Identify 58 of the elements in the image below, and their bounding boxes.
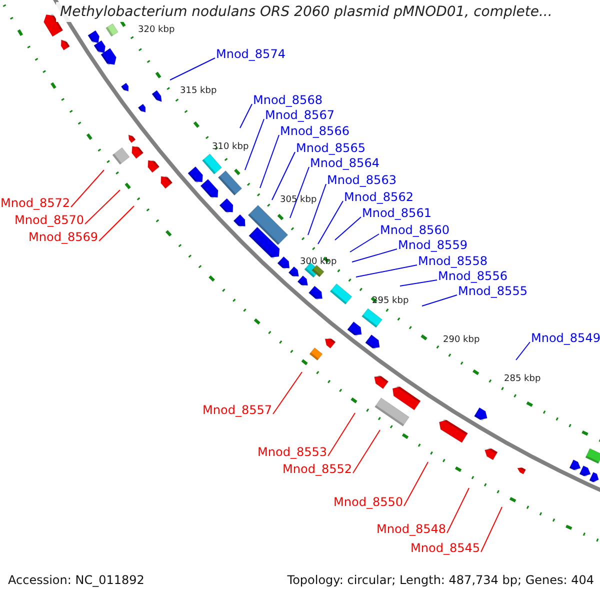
leader-line	[290, 166, 310, 218]
gene-label: Mnod_8560	[380, 222, 450, 238]
gene-label: Mnod_8561	[362, 205, 432, 221]
gene-label: Mnod_8553	[258, 444, 327, 460]
gene-label: Mnod_8564	[310, 155, 380, 171]
leader-line	[352, 430, 380, 474]
scale-label: 315 kbp	[180, 86, 217, 96]
leader-line	[98, 206, 134, 242]
leader-line	[350, 234, 380, 252]
leader-line	[272, 152, 296, 200]
leader-line	[422, 294, 458, 306]
leader-line	[260, 134, 280, 188]
gene-label: Mnod_8548	[376, 521, 446, 537]
gene-label: Mnod_8550	[334, 494, 403, 510]
scale-label: 305 kbp	[280, 194, 317, 206]
leader-line	[170, 58, 216, 80]
gene-label: Mnod_8568	[253, 92, 322, 108]
leader-line	[516, 342, 530, 360]
gene-label: Mnod_8552	[282, 461, 352, 477]
scale-label: 290 kbp	[443, 334, 480, 346]
gene-label: Mnod_8545	[410, 540, 480, 556]
leader-line	[400, 280, 438, 286]
scale-label: 295 kbp	[372, 296, 409, 306]
leader-line	[356, 264, 418, 278]
gene-label: Mnod_8562	[344, 189, 414, 205]
gene-label: Mnod_8558	[418, 253, 488, 269]
leader-line	[272, 372, 302, 414]
gene-label: Mnod_8572	[0, 195, 70, 211]
leader-line	[244, 118, 264, 170]
accession-note: Accession: NC_011892	[8, 572, 144, 588]
gene-label: Mnod_8557	[202, 402, 272, 418]
gene-label: Mnod_8574	[216, 46, 286, 62]
topology-note: Topology: circular; Length: 487,734 bp; Genes: 404	[287, 572, 594, 588]
leader-line	[70, 170, 104, 208]
gene-label: Mnod_8559	[398, 237, 468, 253]
leader-line	[318, 200, 344, 244]
leader-line	[446, 488, 470, 534]
gene-label: Mnod_8556	[438, 268, 508, 284]
leader-line	[352, 248, 398, 262]
gene-label: Mnod_8570	[14, 212, 84, 228]
scale-label: 300 kbp	[300, 256, 337, 268]
gene-label: Mnod_8555	[458, 283, 528, 299]
leader-line	[84, 190, 120, 224]
scale-label: 310 kbp	[212, 142, 249, 152]
gene-label: Mnod_8569	[28, 229, 98, 245]
gene-label: Mnod_8563	[327, 172, 396, 188]
scale-label: 320 kbp	[138, 24, 175, 36]
leader-line	[240, 104, 252, 128]
leader-line	[334, 216, 362, 240]
leader-line	[404, 462, 428, 506]
scale-label: 285 kbp	[504, 374, 541, 384]
leader-line	[480, 506, 502, 552]
gene-label: Mnod_8565	[296, 140, 366, 156]
gene-label: Mnod_8549	[531, 330, 600, 346]
gene-label: Mnod_8566	[280, 123, 350, 139]
gene-label: Mnod_8567	[265, 107, 334, 123]
leader-line	[328, 412, 356, 456]
leader-line	[308, 184, 326, 236]
